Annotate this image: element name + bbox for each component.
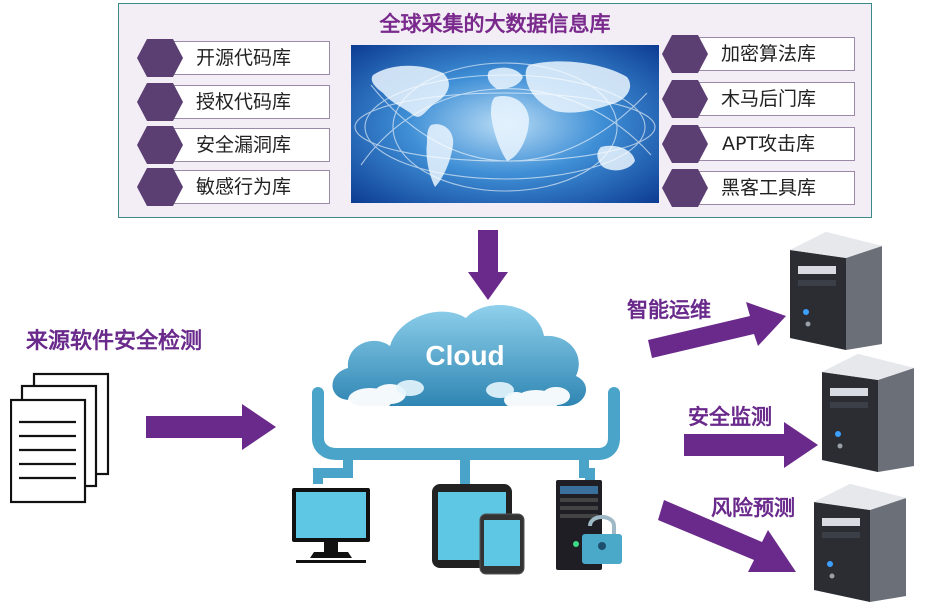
hexagon-icon	[662, 35, 708, 73]
hexagon-icon	[662, 169, 708, 207]
library-box	[157, 128, 330, 162]
library-label: APT攻击库	[721, 133, 816, 155]
library-label: 加密算法库	[720, 43, 816, 65]
world-map-image	[351, 45, 659, 203]
library-label: 木马后门库	[720, 88, 816, 110]
output-arrow-icon	[648, 302, 786, 358]
hexagon-icon	[662, 80, 708, 118]
hexagon-icon	[137, 83, 183, 121]
library-label: 授权代码库	[195, 91, 291, 113]
down-arrow-icon	[468, 230, 508, 300]
library-box	[682, 127, 855, 161]
hexagon-icon	[662, 125, 708, 163]
hexagon-icon	[137, 39, 183, 77]
library-label: 黑客工具库	[720, 177, 816, 199]
output-arrow-icon	[684, 422, 818, 468]
library-label: 安全漏洞库	[195, 134, 291, 156]
cloud-shape	[332, 305, 587, 406]
server-icon	[790, 232, 882, 350]
library-item: 木马后门库	[662, 80, 857, 118]
cloud-network-illustration	[292, 305, 622, 575]
output-label: 智能运维	[627, 298, 711, 322]
library-item: 开源代码库	[137, 39, 332, 77]
library-box	[157, 85, 330, 119]
output-label: 安全监测	[688, 405, 772, 429]
library-item: 安全漏洞库	[137, 126, 332, 164]
library-box	[682, 82, 855, 116]
library-label: 开源代码库	[195, 47, 291, 69]
library-item: 敏感行为库	[137, 168, 332, 206]
library-item: 黑客工具库	[662, 169, 857, 207]
library-box	[157, 41, 330, 75]
library-item: APT攻击库	[662, 125, 857, 163]
right-arrow-icon	[146, 404, 276, 450]
server-icon	[814, 484, 906, 602]
hexagon-icon	[137, 168, 183, 206]
library-box	[157, 170, 330, 204]
output-label: 风险预测	[711, 496, 795, 520]
library-item: 加密算法库	[662, 35, 857, 73]
cloud-label: Cloud	[425, 340, 505, 371]
documents-icon	[10, 372, 110, 504]
source-label: 来源软件安全检测	[26, 329, 203, 354]
library-label: 敏感行为库	[195, 176, 291, 198]
database-panel-title: 全球采集的大数据信息库	[379, 12, 611, 36]
server-icon	[822, 354, 914, 472]
library-item: 授权代码库	[137, 83, 332, 121]
library-box	[682, 37, 855, 71]
hexagon-icon	[137, 126, 183, 164]
output-arrow-icon	[658, 500, 796, 572]
